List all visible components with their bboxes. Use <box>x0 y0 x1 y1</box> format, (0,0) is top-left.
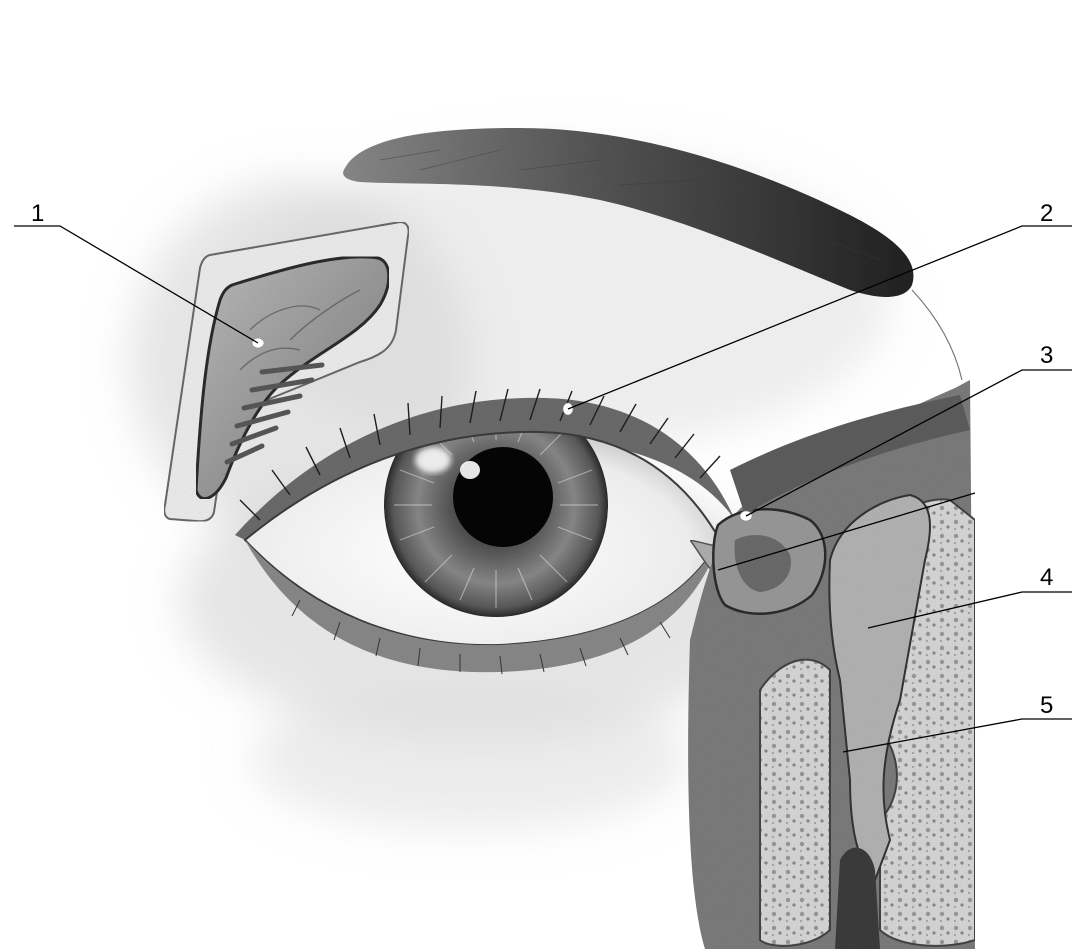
callout-4: 4 <box>1040 564 1053 591</box>
callout-5: 5 <box>1040 692 1053 719</box>
nasal-bone <box>760 660 830 946</box>
nose-profile-line <box>912 290 962 380</box>
nasal-section <box>688 380 975 949</box>
eye-highlight <box>415 447 451 473</box>
callout-3: 3 <box>1040 342 1053 369</box>
callout-2: 2 <box>1040 200 1053 227</box>
callout-1: 1 <box>31 200 44 227</box>
